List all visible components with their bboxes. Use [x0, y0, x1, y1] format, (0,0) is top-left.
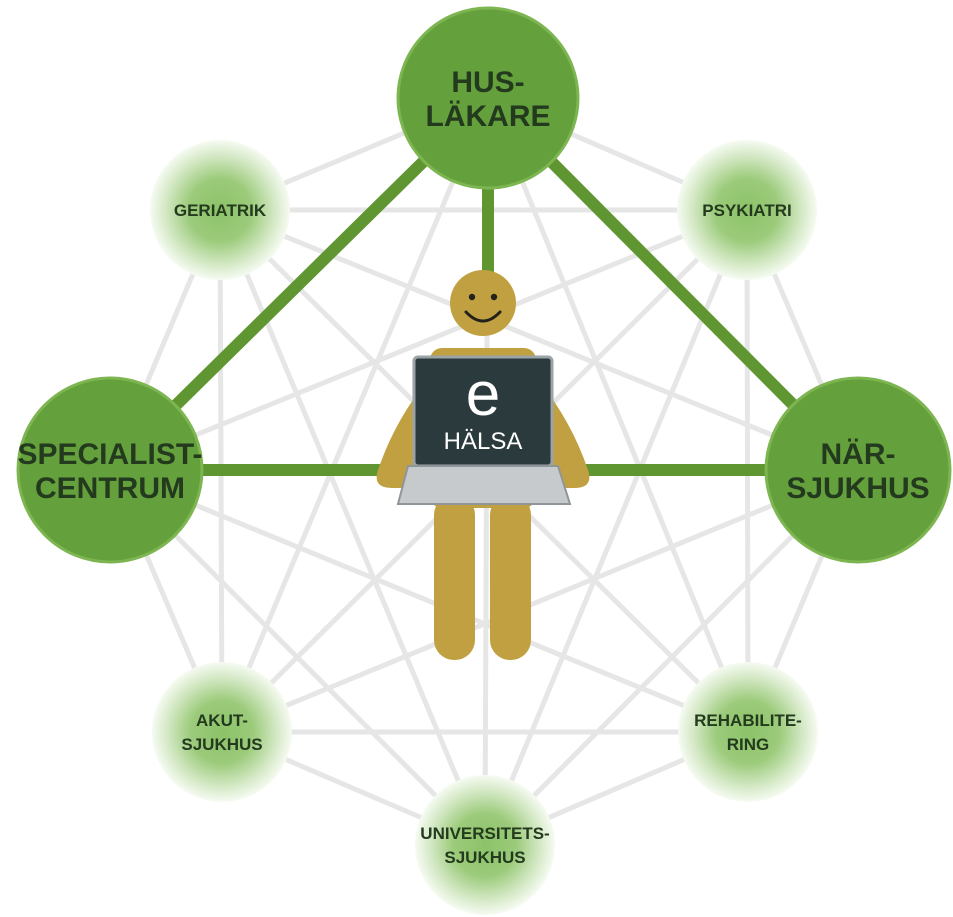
- node-label-narsjukhus-line-2: SJUKHUS: [786, 472, 929, 505]
- laptop-e-letter: e: [466, 360, 500, 429]
- person-head: [450, 270, 516, 336]
- care-nodes: HUS-LÄKARESPECIALIST-CENTRUMNÄR-SJUKHUSG…: [16, 6, 952, 915]
- node-label-rehabilitering-line-2: RING: [727, 735, 770, 754]
- node-label-huslakare-line-2: LÄKARE: [426, 100, 551, 133]
- node-circle-rehabilitering: [678, 662, 818, 802]
- node-label-universitetssjukhus-line-1: UNIVERSITETS-: [420, 824, 549, 843]
- node-label-specialistcentrum-line-2: CENTRUM: [35, 472, 185, 505]
- laptop-base: [396, 465, 572, 505]
- node-rehabilitering: REHABILITE- RING: [678, 662, 818, 802]
- node-circle-narsjukhus: [764, 376, 952, 564]
- node-label-akutsjukhus-line-2: SJUKHUS: [181, 735, 262, 754]
- person-right-leg: [490, 495, 531, 660]
- node-label-specialistcentrum-line-1: SPECIALIST-: [17, 438, 202, 471]
- node-psykiatri: PSYKIATRI: [677, 140, 817, 280]
- person-with-laptop: e HÄLSA: [376, 270, 590, 660]
- node-geriatrik: GERIATRIK: [150, 140, 290, 280]
- node-circle-psykiatri: [677, 140, 817, 280]
- node-label-psykiatri-line-1: PSYKIATRI: [702, 201, 791, 220]
- node-huslakare: HUS-LÄKARE: [396, 6, 580, 190]
- person-right-eye: [490, 293, 498, 301]
- node-circle-geriatrik: [150, 140, 290, 280]
- node-label-huslakare-line-1: HUS-: [451, 66, 524, 99]
- node-circle-akutsjukhus: [152, 662, 292, 802]
- mesh-line-narsjukhus-akutsjukhus: [221, 467, 859, 735]
- node-label-narsjukhus-line-1: NÄR-: [821, 438, 896, 471]
- person-left-eye: [468, 293, 476, 301]
- person-left-leg: [434, 495, 475, 660]
- person-smile: [464, 310, 502, 323]
- node-label-geriatrik-line-1: GERIATRIK: [174, 201, 267, 220]
- laptop-halsa-label: HÄLSA: [444, 428, 523, 455]
- node-circle-specialistcentrum: [16, 376, 204, 564]
- node-akutsjukhus: AKUT- SJUKHUS: [152, 662, 292, 802]
- node-label-rehabilitering-line-1: REHABILITE-: [694, 711, 802, 730]
- node-universitetssjukhus: UNIVERSITETS- SJUKHUS: [415, 775, 555, 915]
- node-specialistcentrum: SPECIALIST-CENTRUM: [16, 376, 204, 564]
- node-label-universitetssjukhus-line-2: SJUKHUS: [444, 848, 525, 867]
- node-narsjukhus: NÄR-SJUKHUS: [764, 376, 952, 564]
- node-label-akutsjukhus-line-1: AKUT-: [196, 711, 248, 730]
- node-circle-universitetssjukhus: [415, 775, 555, 915]
- node-circle-huslakare: [396, 6, 580, 190]
